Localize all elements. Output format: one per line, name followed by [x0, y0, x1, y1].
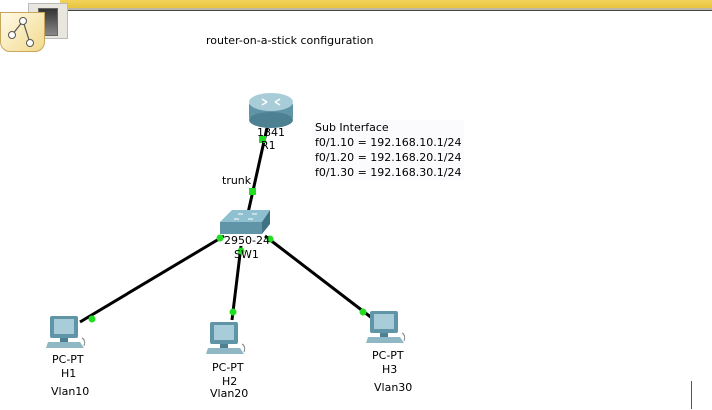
trunk-link-label: trunk [222, 174, 252, 187]
link-sw1-h2[interactable] [230, 245, 243, 321]
switch-model-label: 2950-24 [224, 234, 270, 247]
port-r1 [259, 136, 266, 143]
h1-name-label: H1 [61, 367, 77, 380]
port-h2 [229, 308, 237, 316]
text-cursor [691, 381, 692, 409]
pc-h2[interactable] [206, 322, 246, 354]
h2-name-label: H2 [222, 375, 238, 388]
h3-vlan-label: Vlan30 [374, 381, 413, 394]
toolbar-divider [60, 10, 712, 11]
port-sw1-h3 [266, 235, 274, 243]
port-h1 [88, 315, 96, 323]
note-heading: Sub Interface [315, 121, 389, 134]
h1-model-label: PC-PT [52, 353, 84, 366]
port-sw1-uplink [249, 188, 256, 195]
pc-h1[interactable] [46, 316, 86, 348]
port-sw1-h1 [216, 234, 224, 242]
router-model-label: 1841 [257, 126, 285, 139]
router-arrows-icon [261, 98, 281, 106]
pc-h3[interactable] [366, 311, 406, 343]
note-line: f0/1.30 = 192.168.30.1/24 [315, 166, 462, 179]
switch-name-label: SW1 [234, 248, 259, 261]
h3-model-label: PC-PT [372, 349, 404, 362]
link-sw1-h1[interactable] [79, 234, 225, 324]
note-line: f0/1.20 = 192.168.20.1/24 [315, 151, 462, 164]
h2-model-label: PC-PT [212, 361, 244, 374]
router-name-label: R1 [261, 139, 276, 152]
h3-name-label: H3 [382, 363, 398, 376]
diagram-title: router-on-a-stick configuration [206, 34, 374, 47]
switch-arrows-icon [234, 213, 257, 220]
link-sw1-h3[interactable] [264, 234, 373, 320]
subinterface-note: Sub Interface f0/1.10 = 192.168.10.1/24 … [312, 120, 465, 180]
h1-vlan-label: Vlan10 [51, 385, 90, 398]
logical-topology-icon [8, 17, 34, 47]
top-toolbar-bar [60, 0, 712, 10]
h2-vlan-label: Vlan20 [210, 387, 249, 400]
logical-view-button[interactable] [0, 12, 45, 52]
port-h3 [359, 308, 367, 316]
switch-sw1[interactable] [220, 210, 270, 234]
link-r1-sw1[interactable] [244, 127, 269, 223]
router-r1[interactable] [249, 93, 293, 128]
port-sw1-h2 [237, 247, 245, 255]
note-line: f0/1.10 = 192.168.10.1/24 [315, 136, 462, 149]
